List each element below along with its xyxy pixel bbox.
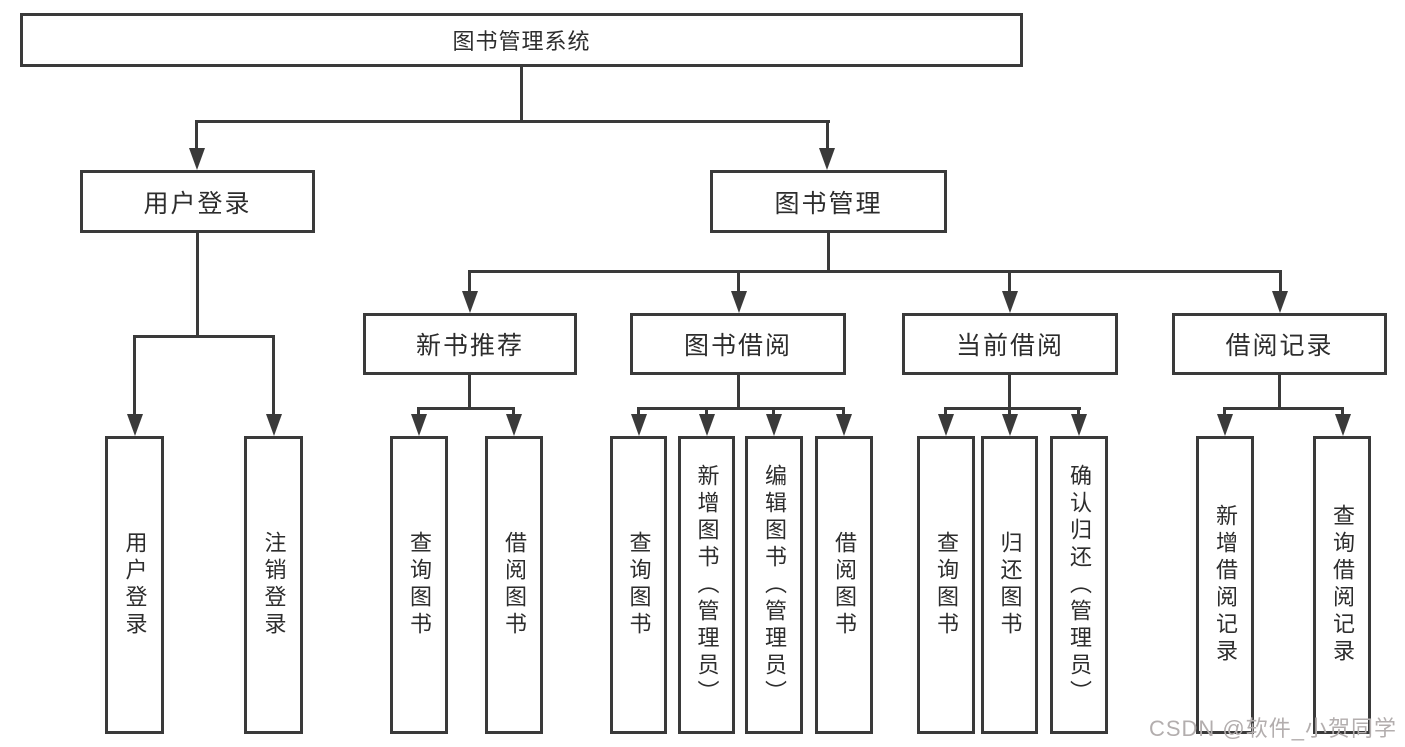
leaf-query-books: 查询图书 <box>390 436 448 734</box>
connector-line <box>196 233 199 338</box>
leaf-user-login: 用户登录 <box>105 436 164 734</box>
node-label: 用户登录 <box>143 189 252 218</box>
arrowhead-icon <box>266 414 282 436</box>
leaf-return-books: 归还图书 <box>981 436 1038 734</box>
arrowhead-icon <box>938 414 954 436</box>
connector-line <box>1278 375 1281 409</box>
arrowhead-icon <box>411 414 427 436</box>
node-label: 查询借阅记录 <box>1330 504 1355 666</box>
arrowhead-icon <box>836 414 852 436</box>
leaf-borrow-books: 借阅图书 <box>485 436 543 734</box>
node-label: 注销登录 <box>261 531 287 639</box>
node-label: 查询图书 <box>934 531 959 639</box>
connector-line <box>520 67 523 123</box>
node-label: 新增借阅记录 <box>1213 504 1238 666</box>
arrowhead-icon <box>189 148 205 170</box>
connector-line <box>1008 270 1011 293</box>
leaf-logout: 注销登录 <box>244 436 303 734</box>
connector-line <box>133 335 275 338</box>
leaf-query-borrow-record: 查询借阅记录 <box>1313 436 1371 734</box>
leaf-confirm-return-admin: 确认归还（管理员） <box>1050 436 1108 734</box>
connector-line <box>512 407 515 417</box>
connector-line <box>195 120 198 150</box>
connector-line <box>772 407 775 417</box>
connector-line <box>1223 407 1226 417</box>
connector-line <box>737 270 740 293</box>
node-label: 图书管理 <box>774 189 883 218</box>
connector-line <box>705 407 708 417</box>
node-new-book-recommendation: 新书推荐 <box>363 313 577 375</box>
connector-line <box>637 407 640 417</box>
arrowhead-icon <box>631 414 647 436</box>
node-current-borrowing: 当前借阅 <box>902 313 1118 375</box>
leaf-query-books: 查询图书 <box>610 436 667 734</box>
arrowhead-icon <box>819 148 835 170</box>
node-borrowing-records: 借阅记录 <box>1172 313 1387 375</box>
connector-line <box>1341 407 1344 417</box>
arrowhead-icon <box>506 414 522 436</box>
node-book-borrowing: 图书借阅 <box>630 313 846 375</box>
arrowhead-icon <box>1002 414 1018 436</box>
arrowhead-icon <box>127 414 143 436</box>
node-user-login: 用户登录 <box>80 170 315 233</box>
node-label: 新增图书（管理员） <box>694 463 720 707</box>
leaf-edit-books-admin: 编辑图书（管理员） <box>745 436 803 734</box>
connector-line <box>468 270 471 293</box>
arrowhead-icon <box>1272 291 1288 313</box>
connector-line <box>637 407 845 410</box>
leaf-query-books: 查询图书 <box>917 436 975 734</box>
connector-line <box>842 407 845 417</box>
connector-line <box>133 335 136 416</box>
connector-line <box>826 120 829 150</box>
arrowhead-icon <box>699 414 715 436</box>
connector-line <box>944 407 947 417</box>
csdn-watermark: CSDN @软件_小贺同学 <box>1148 716 1397 741</box>
arrowhead-icon <box>1335 414 1351 436</box>
connector-line <box>737 375 740 409</box>
connector-line <box>1008 375 1011 409</box>
node-book-management: 图书管理 <box>710 170 947 233</box>
node-label: 归还图书 <box>997 531 1023 639</box>
connector-line <box>195 120 830 123</box>
connector-line <box>827 233 830 273</box>
connector-line <box>468 375 471 409</box>
leaf-add-books-admin: 新增图书（管理员） <box>678 436 735 734</box>
connector-line <box>417 407 420 417</box>
connector-line <box>1223 407 1344 410</box>
connector-line <box>1077 407 1080 417</box>
node-label: 图书管理系统 <box>452 29 591 54</box>
connector-line <box>944 407 1081 410</box>
node-label: 借阅记录 <box>1225 332 1334 360</box>
arrowhead-icon <box>766 414 782 436</box>
arrowhead-icon <box>731 291 747 313</box>
leaf-borrow-books: 借阅图书 <box>815 436 873 734</box>
arrowhead-icon <box>462 291 478 313</box>
arrowhead-icon <box>1071 414 1087 436</box>
node-label: 新书推荐 <box>415 332 524 360</box>
arrowhead-icon <box>1217 414 1233 436</box>
connector-line <box>468 270 1282 273</box>
node-label: 借阅图书 <box>502 531 527 639</box>
connector-line <box>272 335 275 416</box>
connector-line <box>1279 270 1282 293</box>
node-label: 查询图书 <box>626 531 652 639</box>
connector-line <box>417 407 515 410</box>
node-library-management-system: 图书管理系统 <box>20 13 1023 67</box>
node-label: 确认归还（管理员） <box>1067 463 1092 707</box>
arrowhead-icon <box>1002 291 1018 313</box>
connector-line <box>1008 407 1011 417</box>
node-label: 借阅图书 <box>832 531 857 639</box>
node-label: 用户登录 <box>122 531 148 639</box>
node-label: 图书借阅 <box>683 332 792 360</box>
node-label: 查询图书 <box>407 531 432 639</box>
leaf-add-borrow-record: 新增借阅记录 <box>1196 436 1254 734</box>
node-label: 编辑图书（管理员） <box>762 463 787 707</box>
node-label: 当前借阅 <box>955 332 1064 360</box>
